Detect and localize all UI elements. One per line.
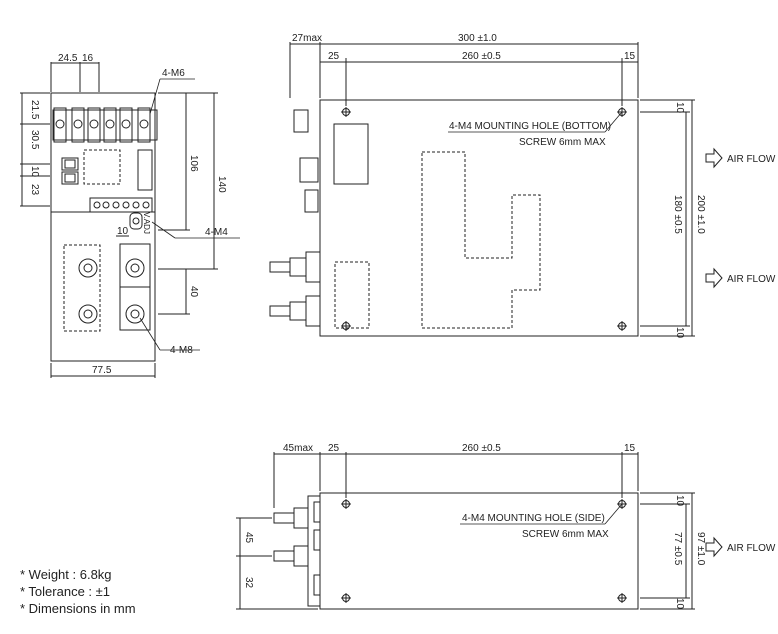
dim-25-top: 25 — [328, 51, 340, 62]
bottom-hole-note: 4-M4 MOUNTING HOLE (BOTTOM) — [449, 121, 611, 132]
dim-10-top-b: 10 — [674, 327, 685, 339]
output-stud-side-top — [273, 507, 309, 529]
airflow-arrow-icon — [705, 267, 723, 289]
dim-140: 140 — [216, 176, 227, 193]
side-hole-note: 4-M4 MOUNTING HOLE (SIDE) — [462, 513, 605, 524]
dim-45: 45 — [243, 532, 254, 544]
dim-77-5: 77.5 — [92, 365, 112, 376]
side-view-outline — [319, 492, 639, 610]
dim-77: 77 ±0.5 — [672, 532, 683, 566]
label-4-m8: 4-M8 — [170, 345, 193, 356]
dim-260-side: 260 ±0.5 — [462, 443, 501, 454]
dim-16: 16 — [82, 53, 94, 64]
airflow-arrow-icon — [705, 536, 723, 558]
note-weight: * Weight : 6.8kg — [20, 567, 112, 582]
airflow-indicators: AIR FLOW AIR FLOW AIR FLOW — [705, 147, 776, 558]
dim-27max: 27max — [292, 33, 322, 44]
front-view — [20, 62, 240, 378]
mounting-holes-side — [341, 499, 627, 603]
dim-45max: 45max — [283, 443, 313, 454]
side-view-labels: 45max 25 260 ±0.5 15 10 10 77 ±0.5 97 ±1… — [243, 443, 706, 610]
airflow-label-3: AIR FLOW — [727, 543, 776, 554]
airflow-label-2: AIR FLOW — [727, 274, 776, 285]
dim-21-5: 21.5 — [29, 100, 40, 120]
terminal-block — [52, 109, 158, 141]
dim-200: 200 ±1.0 — [695, 195, 706, 234]
dim-15-top: 15 — [624, 51, 636, 62]
dim-30-5: 30.5 — [29, 130, 40, 150]
output-stud-side-bottom — [273, 545, 309, 567]
dim-10-top-a: 10 — [674, 102, 685, 114]
dim-15-side: 15 — [624, 443, 636, 454]
label-4-m4: 4-M4 — [205, 227, 228, 238]
side-screw-note: SCREW 6mm MAX — [522, 529, 609, 540]
airflow-arrow-icon — [705, 147, 723, 169]
top-view-outline — [319, 99, 639, 337]
top-view-labels: 27max 300 ±1.0 25 260 ±0.5 15 10 10 180 … — [292, 33, 706, 339]
dim-180: 180 ±0.5 — [672, 195, 683, 234]
dim-24-5: 24.5 — [58, 53, 78, 64]
airflow-label-1: AIR FLOW — [727, 154, 776, 165]
dim-10-side-b: 10 — [674, 598, 685, 610]
dim-300: 300 ±1.0 — [458, 33, 497, 44]
front-panel-outline — [50, 92, 156, 362]
dim-32: 32 — [243, 577, 254, 589]
dim-23: 23 — [29, 184, 40, 196]
dim-260-top: 260 ±0.5 — [462, 51, 501, 62]
mounting-holes-bottom — [341, 107, 627, 331]
dim-10-side-a: 10 — [674, 495, 685, 507]
terminal-screws — [53, 107, 151, 143]
front-view-labels: 24.5 16 4-M6 21.5 30.5 10 23 106 140 10 … — [29, 53, 228, 376]
spec-notes: * Weight : 6.8kg * Tolerance : ±1 * Dime… — [20, 566, 136, 617]
label-v-adj: V.ADJ — [142, 212, 151, 234]
dim-10: 10 — [29, 166, 40, 178]
dim-25-side: 25 — [328, 443, 340, 454]
note-tolerance: * Tolerance : ±1 — [20, 584, 111, 599]
dim-97: 97 ±1.0 — [695, 532, 706, 566]
output-stud-bottom — [269, 295, 321, 327]
dim-106: 106 — [188, 155, 199, 172]
output-stud-top — [269, 251, 321, 283]
label-4-m6: 4-M6 — [162, 68, 185, 79]
bottom-screw-note: SCREW 6mm MAX — [519, 137, 606, 148]
top-view — [269, 42, 695, 337]
dim-10-width: 10 — [117, 226, 129, 237]
dim-40: 40 — [188, 286, 199, 298]
note-units: * Dimensions in mm — [20, 601, 136, 616]
side-view — [236, 452, 695, 610]
